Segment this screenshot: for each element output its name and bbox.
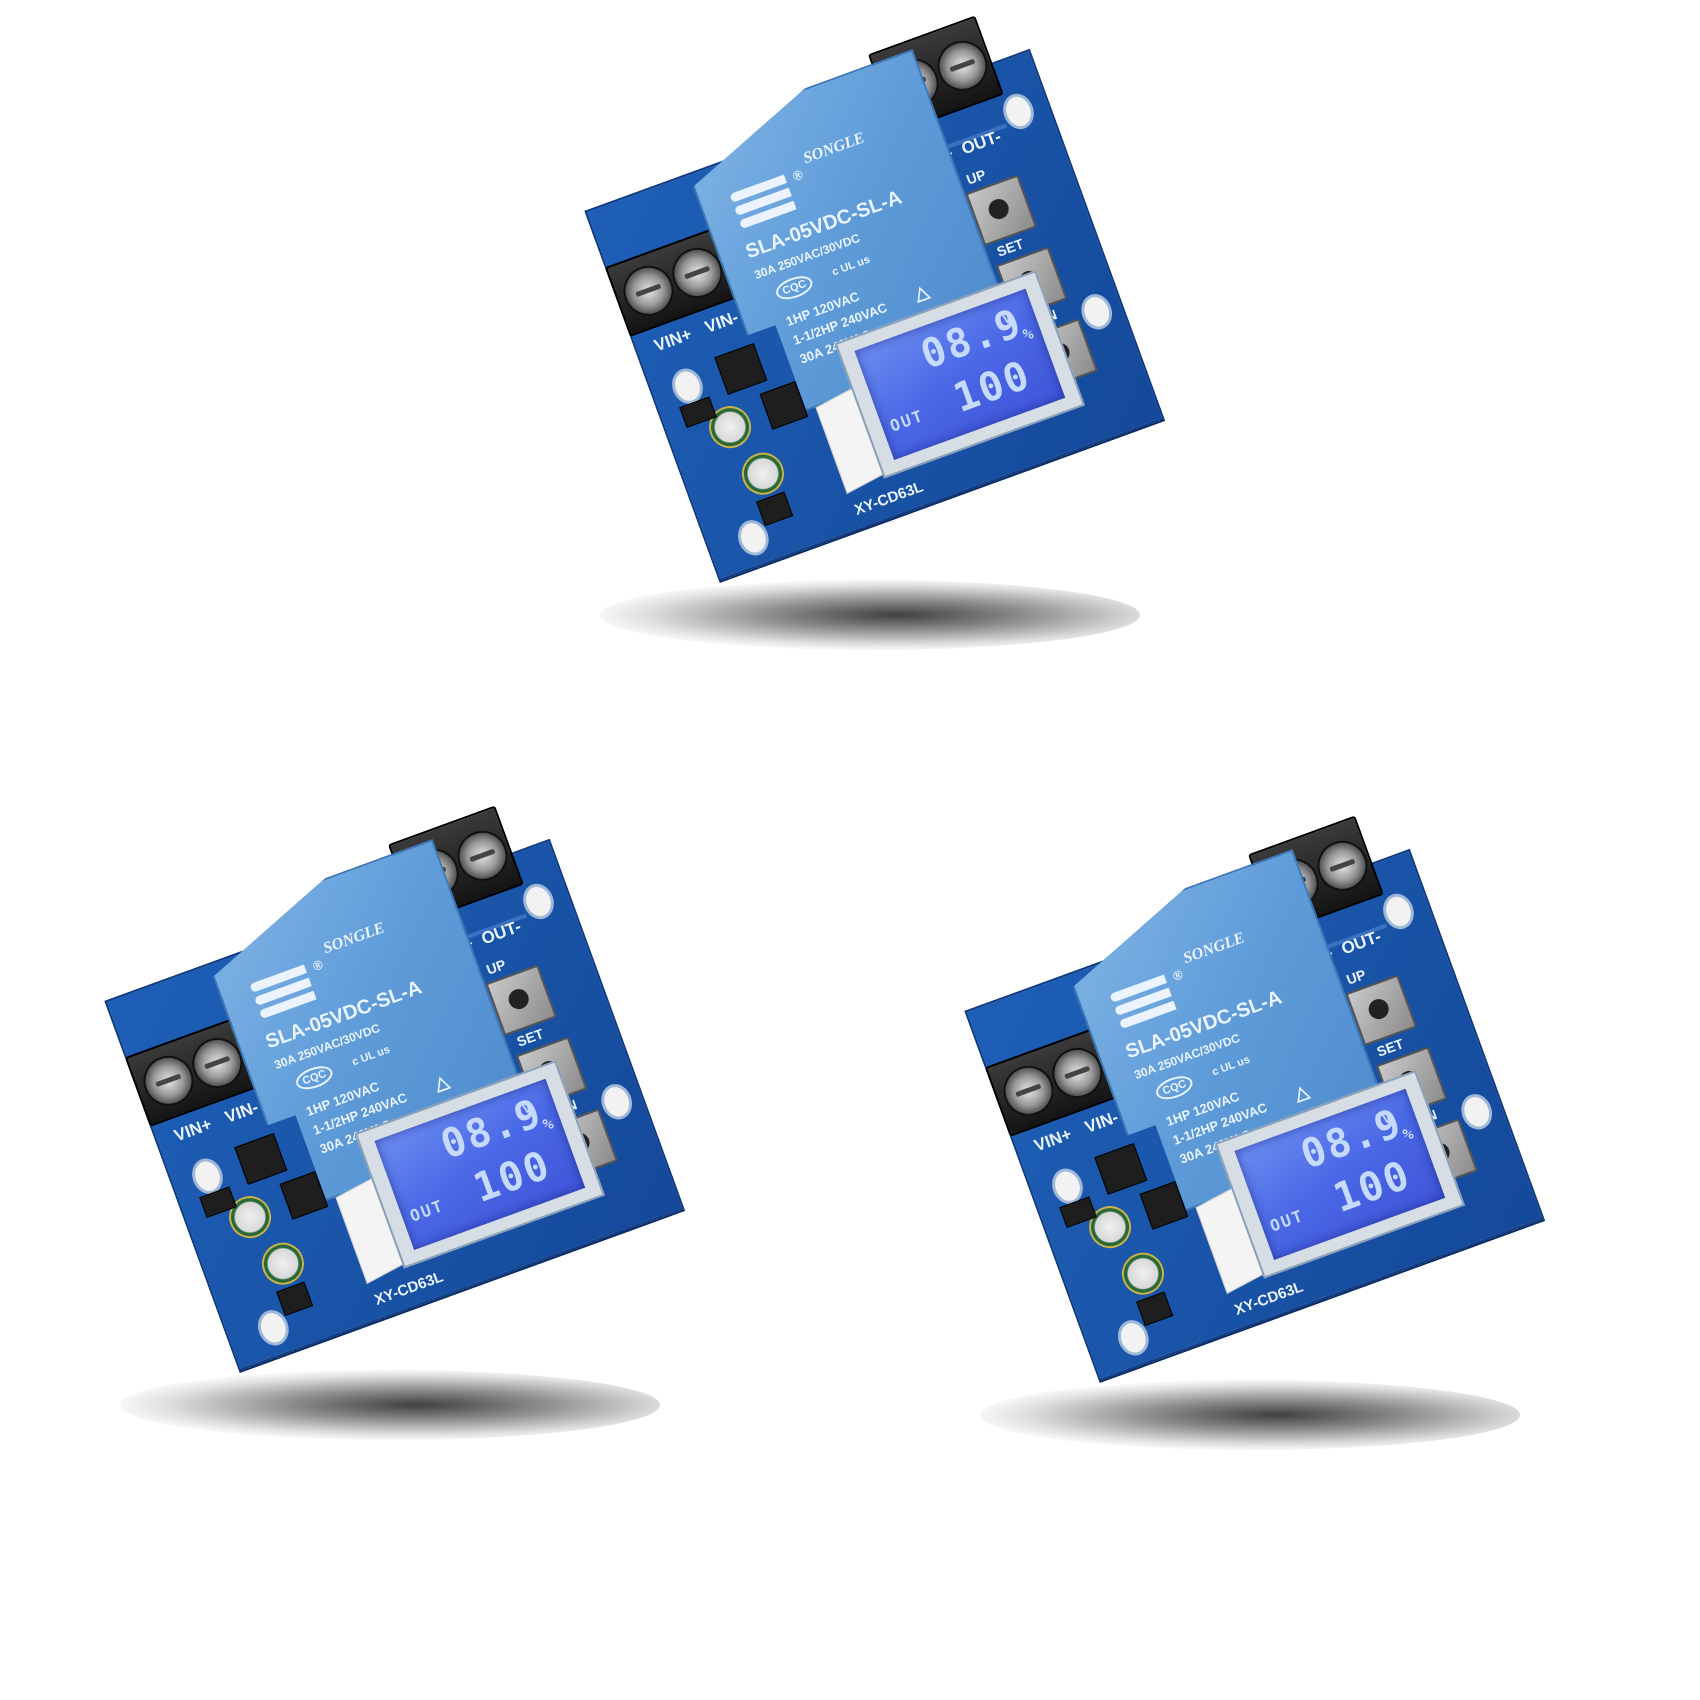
screw-vin-pos[interactable] bbox=[996, 1058, 1061, 1123]
product-board-top: UP SET DOWN VIN+ VIN- OUT+ OUT- XY-CD63L… bbox=[584, 15, 1165, 650]
drop-shadow bbox=[120, 1370, 660, 1440]
button-label-up: UP bbox=[964, 166, 988, 188]
screw-out-neg[interactable] bbox=[1310, 833, 1375, 898]
cqc-mark-icon: CQC bbox=[293, 1062, 336, 1094]
mounting-hole bbox=[596, 1079, 637, 1124]
ic-chip bbox=[234, 1132, 288, 1185]
transistor bbox=[1136, 1291, 1174, 1327]
registered-mark: ® bbox=[790, 166, 805, 184]
relay-brand: SONGLE bbox=[1180, 929, 1247, 968]
label-vin-neg: VIN- bbox=[702, 307, 741, 337]
label-vin-pos: VIN+ bbox=[1031, 1124, 1075, 1156]
mounting-hole bbox=[1076, 289, 1117, 334]
ic-chip bbox=[1094, 1142, 1148, 1195]
ul-mark-icon: c UL us bbox=[350, 1043, 392, 1069]
relay-brand: SONGLE bbox=[800, 129, 867, 168]
registered-mark: ® bbox=[310, 956, 325, 974]
screw-out-neg[interactable] bbox=[930, 33, 995, 98]
ul-mark-icon: c UL us bbox=[1210, 1053, 1252, 1079]
drop-shadow bbox=[980, 1380, 1520, 1450]
relay-module: UP SET DOWN VIN+ VIN- OUT+ OUT- XY-CD63L… bbox=[91, 803, 685, 1372]
button-label-up: UP bbox=[1344, 966, 1368, 988]
lcd-mode-label: OUT bbox=[887, 405, 927, 436]
product-board-bottom-right: UP SET DOWN VIN+ VIN- OUT+ OUT- XY-CD63L… bbox=[964, 815, 1545, 1450]
transistor bbox=[756, 491, 794, 527]
relay-brand: SONGLE bbox=[320, 919, 387, 958]
mounting-hole bbox=[1456, 1089, 1497, 1134]
triangle-mark-icon: △ bbox=[1291, 1080, 1312, 1105]
registered-mark: ® bbox=[1170, 966, 1185, 984]
label-vin-neg: VIN- bbox=[222, 1097, 261, 1127]
label-vin-pos: VIN+ bbox=[171, 1114, 215, 1146]
screw-vin-pos[interactable] bbox=[616, 258, 681, 323]
label-out-neg: OUT- bbox=[478, 916, 524, 949]
triangle-mark-icon: △ bbox=[911, 280, 932, 305]
ic-chip bbox=[714, 342, 768, 395]
label-vin-neg: VIN- bbox=[1082, 1107, 1121, 1137]
screw-out-neg[interactable] bbox=[450, 823, 515, 888]
relay-module: UP SET DOWN VIN+ VIN- OUT+ OUT- XY-CD63L… bbox=[951, 813, 1545, 1382]
product-board-bottom-left: UP SET DOWN VIN+ VIN- OUT+ OUT- XY-CD63L… bbox=[104, 805, 685, 1440]
transistor bbox=[276, 1281, 314, 1317]
lcd-mode-label: OUT bbox=[407, 1195, 447, 1226]
cqc-mark-icon: CQC bbox=[773, 272, 816, 304]
screw-vin-pos[interactable] bbox=[136, 1048, 201, 1113]
label-out-neg: OUT- bbox=[958, 126, 1004, 159]
cqc-mark-icon: CQC bbox=[1153, 1072, 1196, 1104]
label-out-neg: OUT- bbox=[1338, 926, 1384, 959]
button-label-up: UP bbox=[484, 956, 508, 978]
label-vin-pos: VIN+ bbox=[651, 324, 695, 356]
ul-mark-icon: c UL us bbox=[830, 253, 872, 279]
relay-module: UP SET DOWN VIN+ VIN- OUT+ OUT- XY-CD63L… bbox=[571, 13, 1165, 582]
lcd-mode-label: OUT bbox=[1267, 1205, 1307, 1236]
drop-shadow bbox=[600, 580, 1140, 650]
triangle-mark-icon: △ bbox=[431, 1070, 452, 1095]
